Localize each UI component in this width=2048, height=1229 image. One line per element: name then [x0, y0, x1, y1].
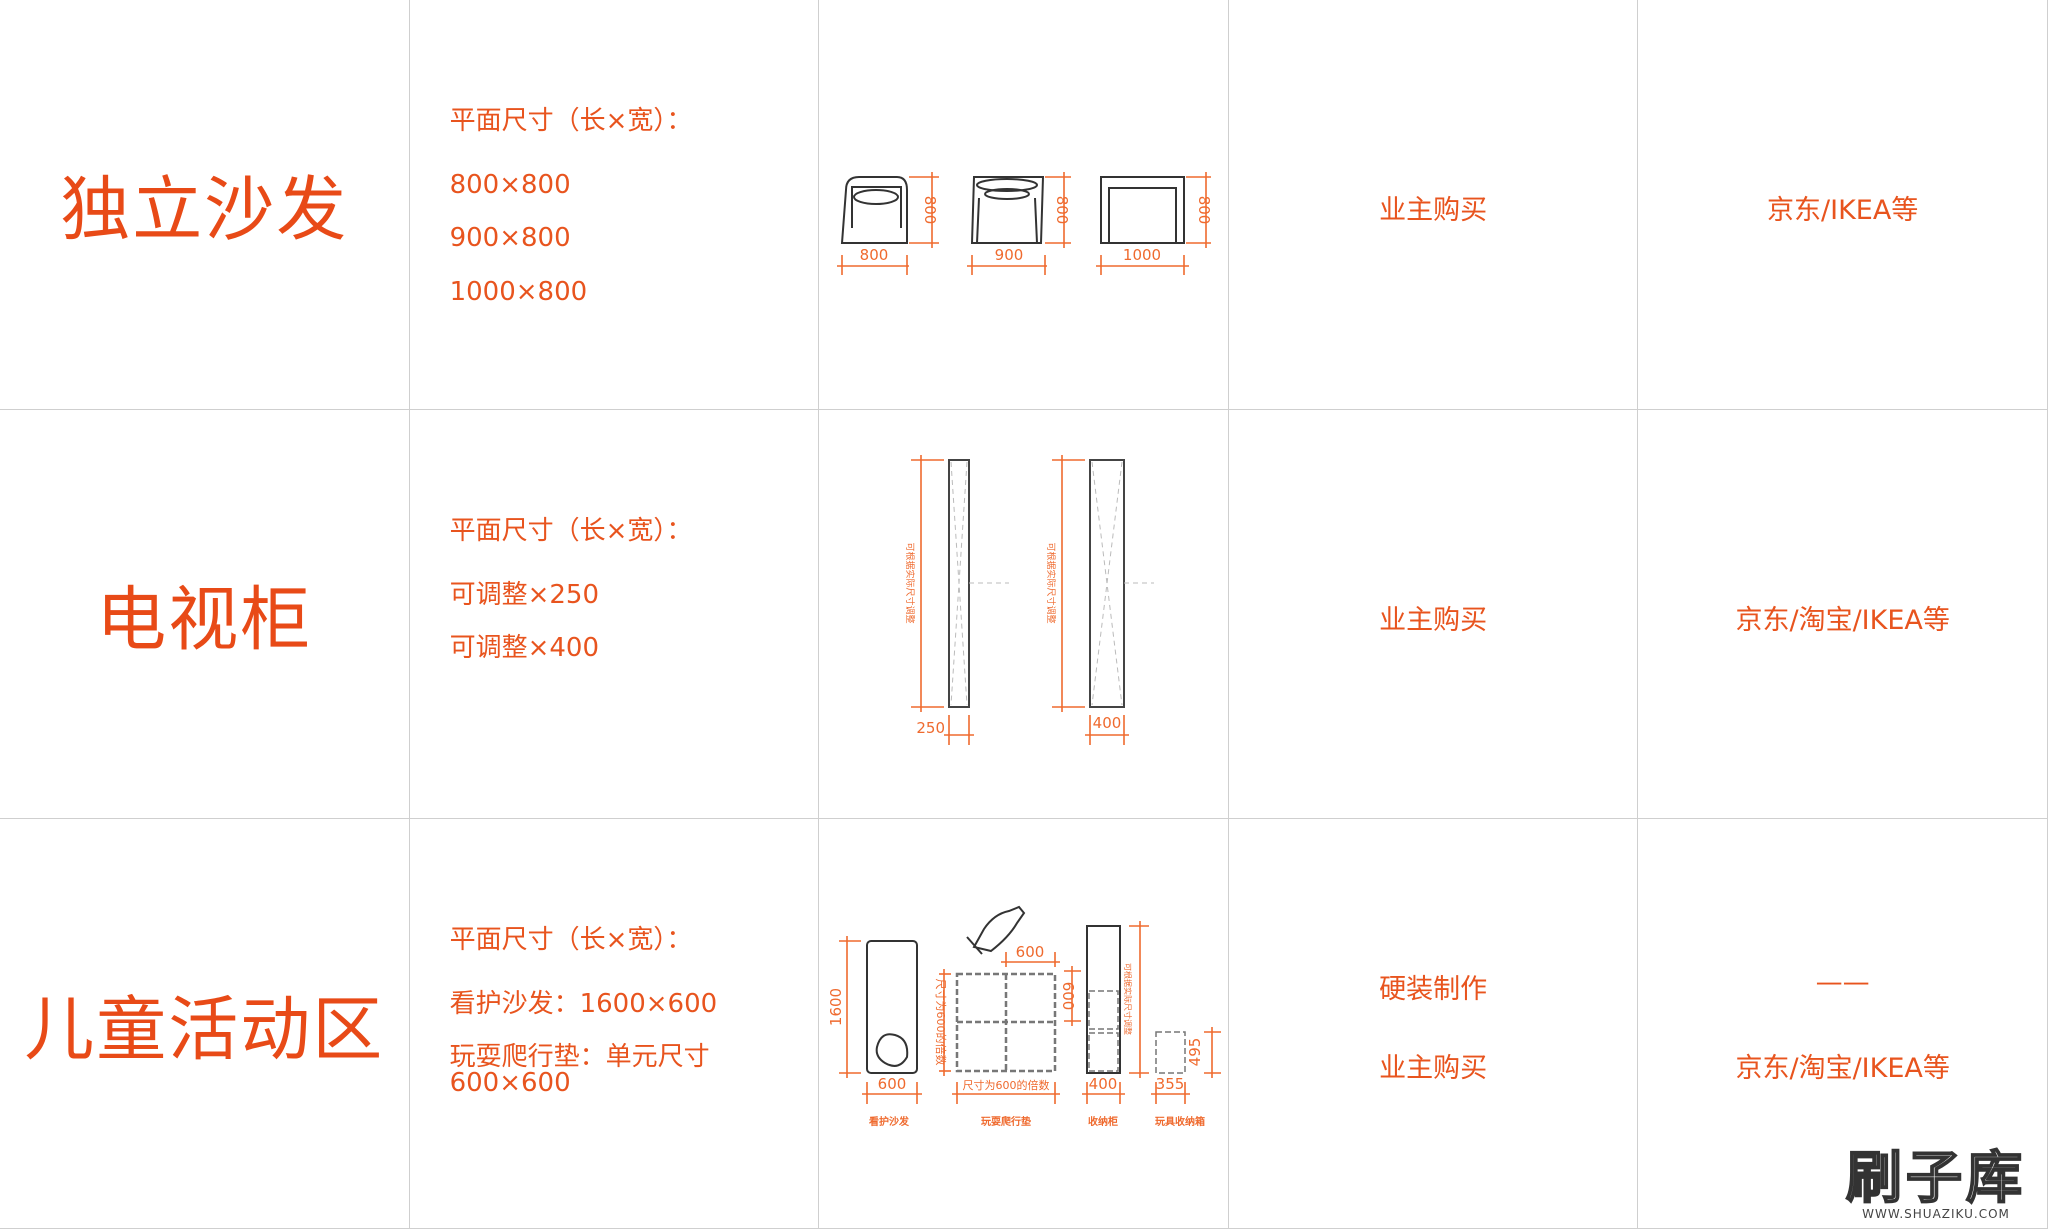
- dim-800: 800: [860, 246, 889, 264]
- supply-text: 业主购买: [1379, 1053, 1488, 1085]
- supply-text: 业主购买: [1379, 195, 1488, 226]
- sofa-1000-shape: [1100, 176, 1186, 244]
- spec-heading: 平面尺寸（长×宽）：: [449, 106, 693, 136]
- dim-250: 250: [917, 719, 946, 737]
- channel-text: 京东/IKEA等: [1767, 195, 1919, 226]
- cabinet-note: 可根据实际尺寸调整: [1123, 963, 1133, 1035]
- sofa-plan-drawing: 800 900 1000 800 800 800: [837, 172, 1213, 275]
- toy-box-shape: [1155, 1031, 1186, 1075]
- row3-supply-cell: 硬装制作 业主购买: [1228, 819, 1639, 1229]
- dim-1600: 1600: [827, 988, 845, 1026]
- row2-name-cell: 电视柜: [0, 409, 410, 820]
- dim-900: 900: [995, 246, 1024, 264]
- row1-drawing-cell: 800 900 1000 800 800 800: [819, 0, 1229, 410]
- mat-note: 尺寸为600的倍数: [963, 1078, 1050, 1092]
- dim-600: 600: [1059, 982, 1077, 1011]
- spec-heading: 平面尺寸（长×宽）：: [449, 925, 693, 956]
- row2-spec-cell: 平面尺寸（长×宽）： 可调整×250 可调整×400: [409, 409, 820, 820]
- supply-text: 硬装制作: [1379, 974, 1488, 1006]
- supply-text: 业主购买: [1379, 604, 1488, 636]
- pillow-shape: [875, 1033, 909, 1068]
- watermark-logo: 刷子库 WWW.SHUAZIKU.COM: [1845, 1146, 2026, 1222]
- row2-supply-cell: 业主购买: [1228, 409, 1639, 820]
- length-note: 可根据实际尺寸调整: [1045, 542, 1057, 623]
- spec-line: 看护沙发：1600×600: [449, 989, 718, 1020]
- row3-drawing-cell: 1600 600 600 600 尺寸为600的倍数 尺寸为600的倍数 可根据…: [819, 819, 1229, 1229]
- dim-400: 400: [1093, 714, 1122, 732]
- row1-channel-cell: 京东/IKEA等: [1638, 0, 2048, 410]
- row3-spec-cell: 平面尺寸（长×宽）： 看护沙发：1600×600 玩耍爬行垫：单元尺寸600×6…: [409, 819, 820, 1229]
- row3-name-cell: 儿童活动区: [0, 819, 410, 1229]
- watermark-url: WWW.SHUAZIKU.COM: [1862, 1207, 2010, 1221]
- spec-line: 可调整×400: [449, 632, 600, 663]
- item-name: 电视柜: [96, 578, 313, 661]
- dim-600: 600: [878, 1075, 907, 1093]
- spec-line: 800×800: [449, 170, 571, 200]
- dim-600: 600: [1016, 943, 1045, 961]
- care-sofa-shape: [866, 940, 919, 1075]
- label-storage-cabinet: 收纳柜: [1088, 1115, 1118, 1128]
- label-toy-box: 玩具收纳箱: [1155, 1115, 1205, 1128]
- channel-text: ——: [1815, 967, 1870, 999]
- dim-1000: 1000: [1123, 246, 1161, 264]
- row1-spec-cell: 平面尺寸（长×宽）： 800×800 900×800 1000×800: [409, 0, 820, 410]
- row2-channel-cell: 京东/淘宝/IKEA等: [1638, 409, 2048, 820]
- mat-note: 尺寸为600的倍数: [934, 979, 948, 1066]
- dim-400: 400: [1089, 1075, 1118, 1093]
- spec-line: 900×800: [449, 223, 571, 253]
- spec-line: 1000×800: [449, 277, 588, 307]
- bottle-icon: [966, 906, 1026, 955]
- row2-drawing-cell: 250 400 可根据实际尺寸调整 可根据实际尺寸调整: [819, 409, 1229, 820]
- item-name: 儿童活动区: [24, 988, 385, 1071]
- label-care-sofa: 看护沙发: [869, 1115, 910, 1128]
- dim-depth: 800: [1195, 196, 1213, 225]
- channel-text: 京东/淘宝/IKEA等: [1735, 1053, 1950, 1085]
- dim-355: 355: [1156, 1075, 1185, 1093]
- spec-heading: 平面尺寸（长×宽）：: [449, 515, 693, 546]
- sofa-800-shape: [841, 176, 909, 244]
- dim-depth: 800: [921, 196, 939, 225]
- item-name: 独立沙发: [60, 168, 349, 251]
- row1-supply-cell: 业主购买: [1228, 0, 1639, 410]
- label-play-mat: 玩耍爬行垫: [981, 1115, 1031, 1128]
- channel-text: 京东/淘宝/IKEA等: [1735, 604, 1950, 636]
- dim-495: 495: [1186, 1038, 1204, 1067]
- storage-cabinet-shape: [1086, 925, 1122, 1075]
- tv-cabinet-drawing: 250 400 可根据实际尺寸调整 可根据实际尺寸调整: [904, 454, 1155, 745]
- cushion-shape: [853, 189, 900, 205]
- dim-depth: 800: [1053, 196, 1071, 225]
- kids-area-drawing: 1600 600 600 600 尺寸为600的倍数 尺寸为600的倍数 可根据…: [827, 906, 1222, 1128]
- row3-channel-cell: —— 京东/淘宝/IKEA等: [1638, 819, 2048, 1229]
- spec-line: 可调整×250: [449, 579, 600, 610]
- spec-line: 玩耍爬行垫：单元尺寸600×600: [449, 1042, 710, 1099]
- watermark-text: 刷子库: [1845, 1146, 2026, 1211]
- row1-name-cell: 独立沙发: [0, 0, 410, 410]
- length-note: 可根据实际尺寸调整: [904, 542, 916, 623]
- cabinet-400-shape: [1089, 458, 1126, 708]
- sofa-900-shape: [971, 176, 1045, 244]
